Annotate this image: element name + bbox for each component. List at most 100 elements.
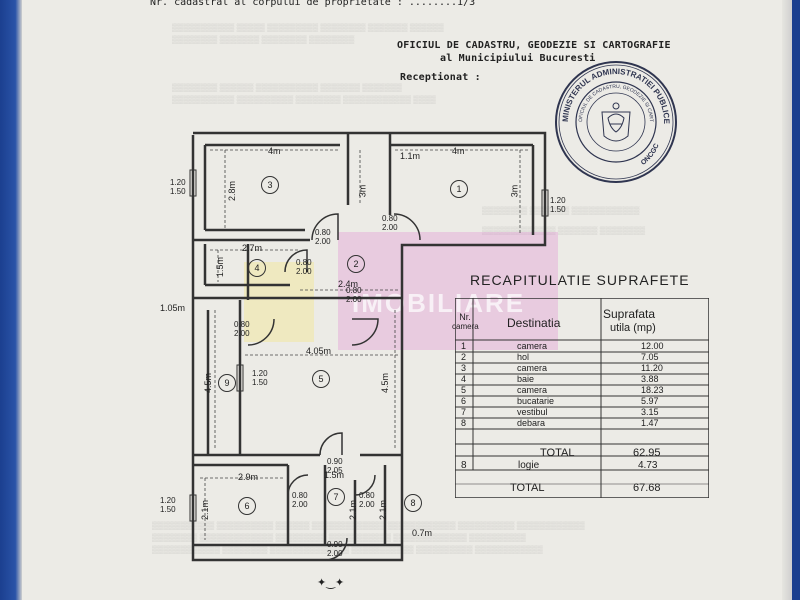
row-area: 3.15 xyxy=(641,407,659,417)
row-area: 7.05 xyxy=(641,352,659,362)
row-nr: 6 xyxy=(461,396,467,406)
header-destinatia: Destinatia xyxy=(507,316,561,330)
office-subtitle: al Municipiului Bucuresti xyxy=(440,53,596,64)
row-destination: vestibul xyxy=(517,407,548,417)
dim-label: 4m xyxy=(268,146,281,156)
dim-label: 1.05m xyxy=(160,303,186,313)
official-stamp: MINISTERUL ADMINISTRATIEI PUBLICE OFICIU… xyxy=(552,58,677,183)
windows xyxy=(189,169,549,522)
row-destination: debara xyxy=(517,418,546,428)
bleed-through-text: ▒▒▒▒▒▒▒▒ ▒▒▒▒▒▒ ▒▒▒▒▒▒▒▒▒▒▒ ▒▒▒▒▒▒▒ ▒▒▒▒… xyxy=(172,83,402,92)
row-destination: baie xyxy=(517,374,535,384)
dim-label: 2.4m xyxy=(338,279,359,289)
bleed-through-text: ▒▒▒▒▒▒▒▒▒▒▒ ▒▒▒▒▒▒▒▒▒▒ ▒▒▒▒▒▒▒▒ ▒▒▒▒▒▒▒▒… xyxy=(172,95,436,104)
room-number-5: 5 xyxy=(312,370,330,388)
bleed-through-text: ▒▒▒▒▒▒▒▒▒▒▒ ▒▒▒▒▒ ▒▒▒▒▒▒▒▒▒ ▒▒▒▒▒▒▒▒ ▒▒▒… xyxy=(172,23,444,32)
walls xyxy=(191,131,547,562)
dim-label: 1.5m xyxy=(215,256,226,278)
dim-label: 4.5m xyxy=(203,372,214,394)
row-destination: camera xyxy=(517,385,548,395)
table-row: 6 bucatarie 5.97 xyxy=(455,396,709,407)
dimension-lines xyxy=(200,149,530,540)
header-suprafata: Suprafata xyxy=(603,307,656,321)
row-area: 18.23 xyxy=(641,385,664,395)
row-area: 3.88 xyxy=(641,374,659,384)
row-destination: camera xyxy=(517,363,548,373)
bleed-through-text: ▒▒▒▒▒▒▒▒ ▒▒▒▒▒▒▒▒▒▒▒▒▒ ▒▒▒▒▒▒▒▒▒ ▒▒▒▒▒▒▒… xyxy=(152,533,526,542)
row-area: 12.00 xyxy=(641,341,664,351)
dim-label: 4m xyxy=(452,146,465,156)
room-number-4: 4 xyxy=(248,259,266,277)
dim-label: 3m xyxy=(357,184,368,198)
grand-total-value: 67.68 xyxy=(633,482,661,494)
dim-label: 2.1m xyxy=(378,499,389,521)
row-nr: 2 xyxy=(461,352,467,362)
office-title: OFICIUL DE CADASTRU, GEODEZIE SI CARTOGR… xyxy=(397,40,671,51)
row-nr: 8 xyxy=(461,418,467,428)
dim-label: 4.05m xyxy=(306,346,332,356)
header-utila: utila (mp) xyxy=(610,322,656,334)
grand-total-label: TOTAL xyxy=(510,482,545,494)
total-label: TOTAL xyxy=(540,447,575,459)
bleed-through-text: ▒▒▒▒▒▒▒▒▒▒▒▒▒ ▒▒▒▒▒▒▒ ▒▒▒▒▒▒▒▒ xyxy=(482,226,646,235)
room-number-6: 6 xyxy=(238,497,256,515)
table-row: 7 vestibul 3.15 xyxy=(455,407,709,418)
dim-label: 3m xyxy=(509,184,520,198)
row-area: 5.97 xyxy=(641,396,659,406)
row-nr: 7 xyxy=(461,407,467,417)
dim-label: 4.5m xyxy=(380,372,391,394)
loggia-label: logie xyxy=(518,460,540,471)
bleed-through-text: ▒▒▒▒▒▒▒▒▒▒▒▒ ▒▒▒▒▒▒▒▒ ▒▒▒▒▒▒▒▒▒▒▒▒▒▒ ▒▒▒… xyxy=(152,545,543,554)
dim-label: 2.8m xyxy=(227,180,238,202)
door-swings xyxy=(247,213,421,561)
background-edge xyxy=(0,0,22,600)
dim-label: 1.1m xyxy=(400,151,421,161)
header-nr: Nr. xyxy=(459,312,471,322)
dim-label: 0.7m xyxy=(412,528,433,538)
room-number-9: 9 xyxy=(218,374,236,392)
loggia-nr: 8 xyxy=(461,460,467,471)
dim-label: 2.1m xyxy=(200,499,211,521)
row-destination: camera xyxy=(517,341,548,351)
room-number-7: 7 xyxy=(327,488,345,506)
table-row: 4 baie 3.88 xyxy=(455,374,709,385)
row-area: 1.47 xyxy=(641,418,659,428)
bleed-through-text: ▒▒▒▒▒▒▒▒ ▒▒▒▒▒▒▒ ▒▒▒▒▒▒▒▒▒▒▒▒ xyxy=(482,206,640,215)
room-number-2: 2 xyxy=(347,255,365,273)
coat-of-arms-icon xyxy=(601,102,631,142)
summary-table-grid xyxy=(455,298,709,498)
cadastral-number-line: Nr. cadastral al corpului de proprietate… xyxy=(150,0,476,8)
loggia-value: 4.73 xyxy=(638,460,658,471)
page-edge xyxy=(782,0,792,600)
table-title: RECAPITULATIE SUPRAFETE xyxy=(470,272,690,288)
row-destination: bucatarie xyxy=(517,396,555,406)
row-nr: 3 xyxy=(461,363,467,373)
watermark-text: IMOBILIARE xyxy=(352,288,526,318)
dim-label: 1.5m xyxy=(324,470,345,480)
row-nr: 5 xyxy=(461,385,467,395)
dim-label: 2.7m xyxy=(242,243,263,253)
header-camera: camera xyxy=(452,322,479,331)
room-number-3: 3 xyxy=(261,176,279,194)
bleed-through-text: ▒▒▒▒▒▒▒▒ ▒▒▒▒▒▒▒ ▒▒▒▒▒▒▒▒ ▒▒▒▒▒▒▒▒ xyxy=(172,35,355,44)
total-value: 62.95 xyxy=(633,447,661,459)
room-number-8: 8 xyxy=(404,494,422,512)
row-nr: 4 xyxy=(461,374,467,384)
signature-mark-icon: ✦‿✦ xyxy=(317,577,345,589)
receptionat-label: Receptionat : xyxy=(400,72,481,83)
